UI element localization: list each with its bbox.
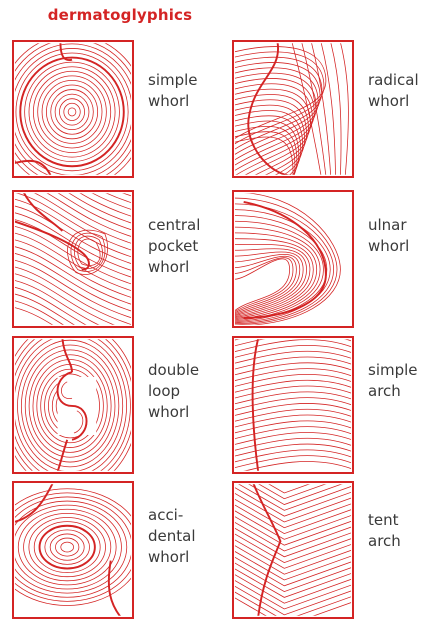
accidental-whorl-fingerprint-icon [12,481,134,619]
radical-whorl-fingerprint-icon [232,40,354,178]
double-loop-whorl-fingerprint-icon [12,336,134,474]
central-pocket-whorl-fingerprint-icon [12,190,134,328]
ulnar-whorl-fingerprint-icon [232,190,354,328]
tent-arch-fingerprint-icon [232,481,354,619]
simple-whorl-fingerprint-icon [12,40,134,178]
simple-whorl-svg [14,42,132,176]
simple-arch-fingerprint-icon [232,336,354,474]
diagram-title: dermatoglyphics [0,6,240,24]
